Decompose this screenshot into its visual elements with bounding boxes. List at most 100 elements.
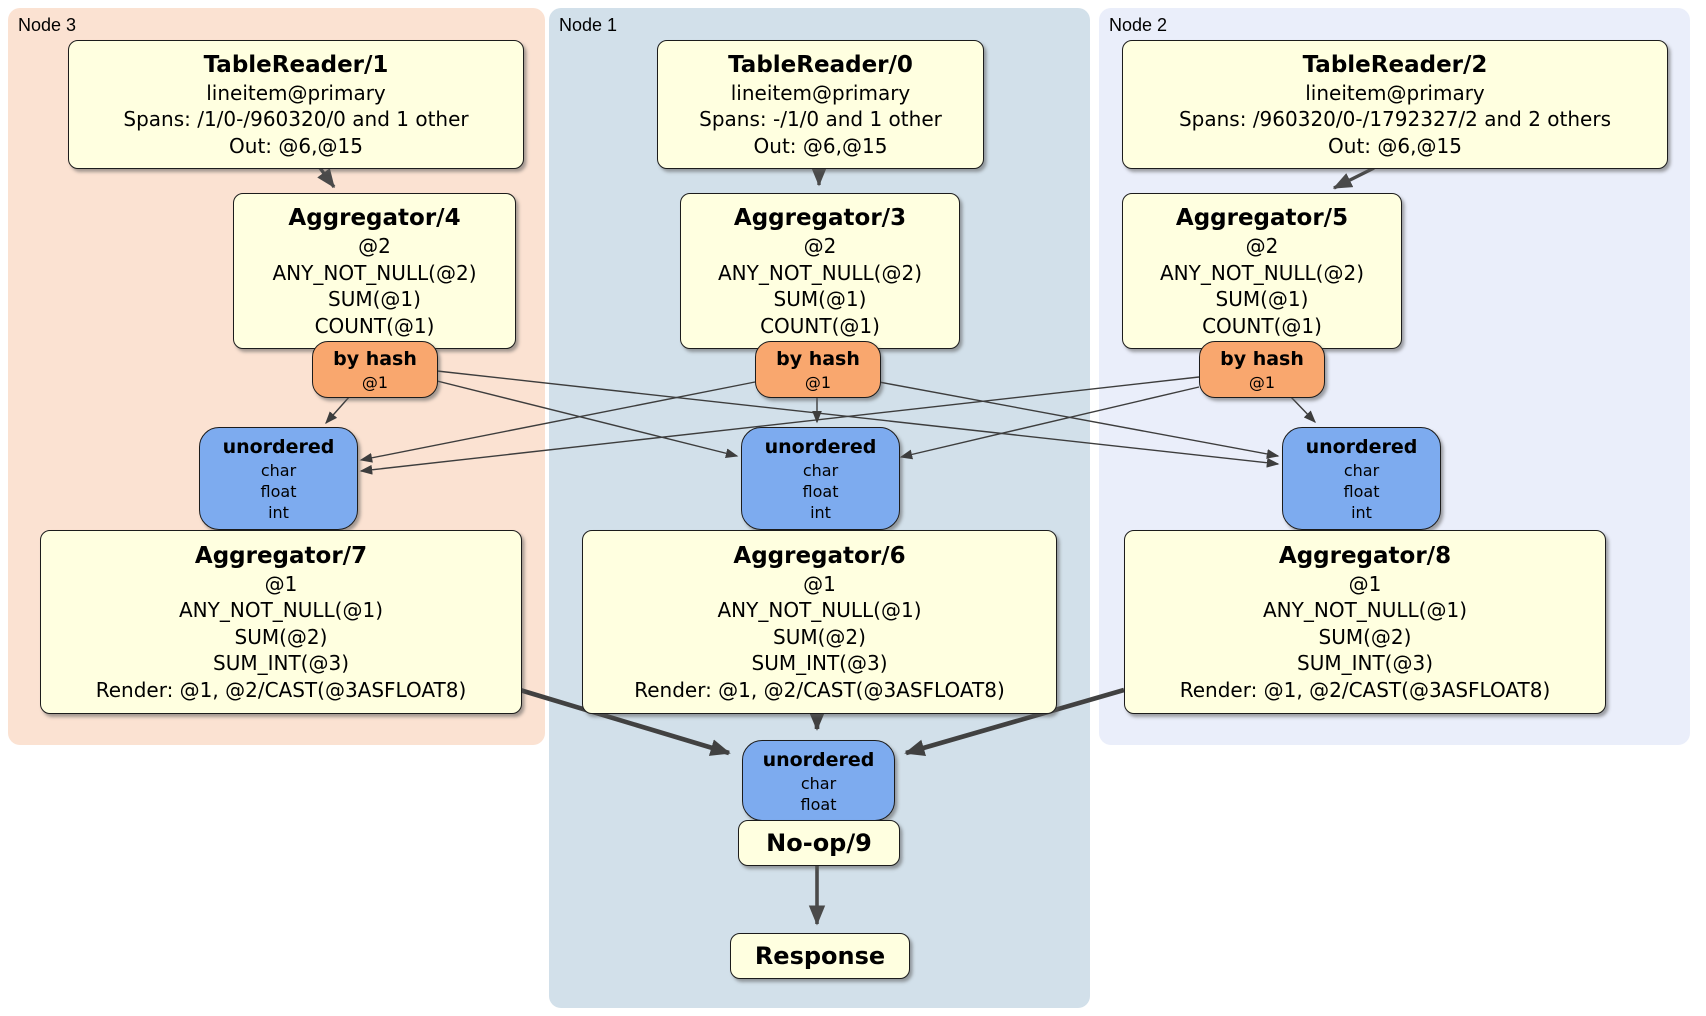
edge-tr1-agg4 xyxy=(317,166,336,189)
sync-title: unordered xyxy=(1305,436,1418,458)
node-line: Spans: /960320/0-/1792327/2 and 2 others xyxy=(1178,107,1611,132)
router-title: by hash xyxy=(333,347,417,370)
node-line: Out: @6,@15 xyxy=(753,133,888,158)
edge-hash3-un3 xyxy=(325,395,351,425)
node-response: Response xyxy=(730,933,910,979)
node-line: Render: @1, @2/CAST(@3ASFLOAT8) xyxy=(1179,677,1551,702)
edge-hash5-un1 xyxy=(899,386,1200,460)
node-tablereader-0: TableReader/0 lineitem@primary Spans: -/… xyxy=(657,40,984,169)
sync-title: unordered xyxy=(762,748,875,771)
node-line: @2 xyxy=(358,234,391,258)
node-line: SUM(@1) xyxy=(328,287,421,311)
edge-tr2-agg5 xyxy=(1332,166,1375,190)
node-line: SUM(@1) xyxy=(1215,287,1309,311)
node-line: ANY_NOT_NULL(@1) xyxy=(179,598,383,623)
node-tablereader-1: TableReader/1 lineitem@primary Spans: /1… xyxy=(68,40,524,169)
node-title: Aggregator/3 xyxy=(733,205,907,231)
node-line: @1 xyxy=(1348,571,1382,596)
sync-line: int xyxy=(268,503,289,522)
node-line: Spans: /1/0-/960320/0 and 1 other xyxy=(123,107,469,132)
node-noop-9: No-op/9 xyxy=(738,820,900,866)
node-line: COUNT(@1) xyxy=(314,313,435,338)
node-line: SUM_INT(@3) xyxy=(1297,651,1433,676)
node-line: ANY_NOT_NULL(@1) xyxy=(1263,598,1467,623)
node-aggregator-5: Aggregator/5 @2 ANY_NOT_NULL(@2) SUM(@1)… xyxy=(1122,193,1402,349)
panel-node2-label: Node 2 xyxy=(1109,15,1168,35)
node-line: SUM(@2) xyxy=(1318,624,1412,649)
node-line: @1 xyxy=(803,571,836,596)
sync-unordered-final: unordered char float xyxy=(742,740,895,821)
sync-unordered-node3: unordered char float int xyxy=(199,427,358,530)
sync-unordered-node2: unordered char float int xyxy=(1282,427,1441,530)
router-line: @1 xyxy=(804,372,832,392)
router-line: @1 xyxy=(361,372,389,392)
node-line: SUM_INT(@3) xyxy=(751,651,888,676)
node-title: TableReader/1 xyxy=(203,51,389,78)
edge-hash5-un3 xyxy=(359,376,1200,475)
router-by-hash-node2: by hash @1 xyxy=(1199,341,1325,398)
sync-line: char xyxy=(260,461,297,480)
edge-hash3-un1 xyxy=(436,380,739,459)
node-line: SUM(@2) xyxy=(234,624,328,649)
router-by-hash-node1: by hash @1 xyxy=(755,341,881,398)
panel-node3-label: Node 3 xyxy=(18,15,77,35)
node-line: Out: @6,@15 xyxy=(1328,133,1462,158)
node-title: No-op/9 xyxy=(766,829,872,857)
sync-line: float xyxy=(1343,482,1380,501)
sync-line: int xyxy=(1351,503,1372,522)
node-line: ANY_NOT_NULL(@1) xyxy=(717,598,922,623)
edge-hash5-un2 xyxy=(1289,395,1316,424)
node-aggregator-7: Aggregator/7 @1 ANY_NOT_NULL(@1) SUM(@2)… xyxy=(40,530,522,714)
node-aggregator-4: Aggregator/4 @2 ANY_NOT_NULL(@2) SUM(@1)… xyxy=(233,193,516,349)
node-title: Aggregator/4 xyxy=(288,205,461,231)
node-line: @2 xyxy=(1245,234,1279,258)
edge-hash3-un2 xyxy=(436,370,1280,468)
sync-unordered-node1: unordered char float int xyxy=(741,427,900,530)
node-line: ANY_NOT_NULL(@2) xyxy=(1160,260,1364,285)
node-line: SUM(@2) xyxy=(773,624,866,649)
sync-title: unordered xyxy=(222,436,335,458)
node-line: @2 xyxy=(803,234,837,258)
node-title: Aggregator/5 xyxy=(1175,205,1349,231)
node-aggregator-3: Aggregator/3 @2 ANY_NOT_NULL(@2) SUM(@1)… xyxy=(680,193,960,349)
node-aggregator-6: Aggregator/6 @1 ANY_NOT_NULL(@1) SUM(@2)… xyxy=(582,530,1057,714)
node-aggregator-8: Aggregator/8 @1 ANY_NOT_NULL(@1) SUM(@2)… xyxy=(1124,530,1606,714)
node-line: SUM_INT(@3) xyxy=(213,651,349,676)
panel-node1-label: Node 1 xyxy=(559,15,618,35)
node-line: SUM(@1) xyxy=(773,287,867,311)
router-by-hash-node3: by hash @1 xyxy=(312,341,438,398)
node-line: ANY_NOT_NULL(@2) xyxy=(718,260,922,285)
sync-line: char xyxy=(802,461,839,480)
edge-agg7-unfinal xyxy=(519,687,731,756)
node-tablereader-2: TableReader/2 lineitem@primary Spans: /9… xyxy=(1122,40,1668,169)
sync-line: char xyxy=(1343,461,1380,480)
sync-line: float xyxy=(260,482,297,501)
node-title: Response xyxy=(754,942,886,970)
node-line: COUNT(@1) xyxy=(1202,313,1322,338)
node-title: Aggregator/6 xyxy=(733,542,906,569)
sync-line: int xyxy=(810,503,831,522)
node-line: lineitem@primary xyxy=(206,80,386,105)
sync-line: float xyxy=(802,482,839,501)
edge-hash1-un3 xyxy=(359,381,756,463)
node-title: Aggregator/8 xyxy=(1278,542,1452,569)
node-line: COUNT(@1) xyxy=(760,313,880,338)
router-title: by hash xyxy=(1220,347,1304,370)
node-line: lineitem@primary xyxy=(730,80,911,105)
edge-hash1-un2 xyxy=(878,381,1280,459)
node-line: lineitem@primary xyxy=(1305,80,1485,105)
node-line: Spans: -/1/0 and 1 other xyxy=(699,107,942,132)
node-title: Aggregator/7 xyxy=(194,542,368,569)
sync-line: char xyxy=(800,773,837,793)
sync-line: float xyxy=(800,794,837,814)
router-title: by hash xyxy=(776,347,860,370)
node-line: @1 xyxy=(264,571,298,596)
node-line: ANY_NOT_NULL(@2) xyxy=(272,260,477,285)
edge-agg8-unfinal xyxy=(904,687,1125,757)
node-line: Out: @6,@15 xyxy=(229,133,363,158)
node-title: TableReader/2 xyxy=(1302,51,1488,78)
node-line: Render: @1, @2/CAST(@3ASFLOAT8) xyxy=(95,677,467,702)
node-line: Render: @1, @2/CAST(@3ASFLOAT8) xyxy=(634,677,1005,702)
